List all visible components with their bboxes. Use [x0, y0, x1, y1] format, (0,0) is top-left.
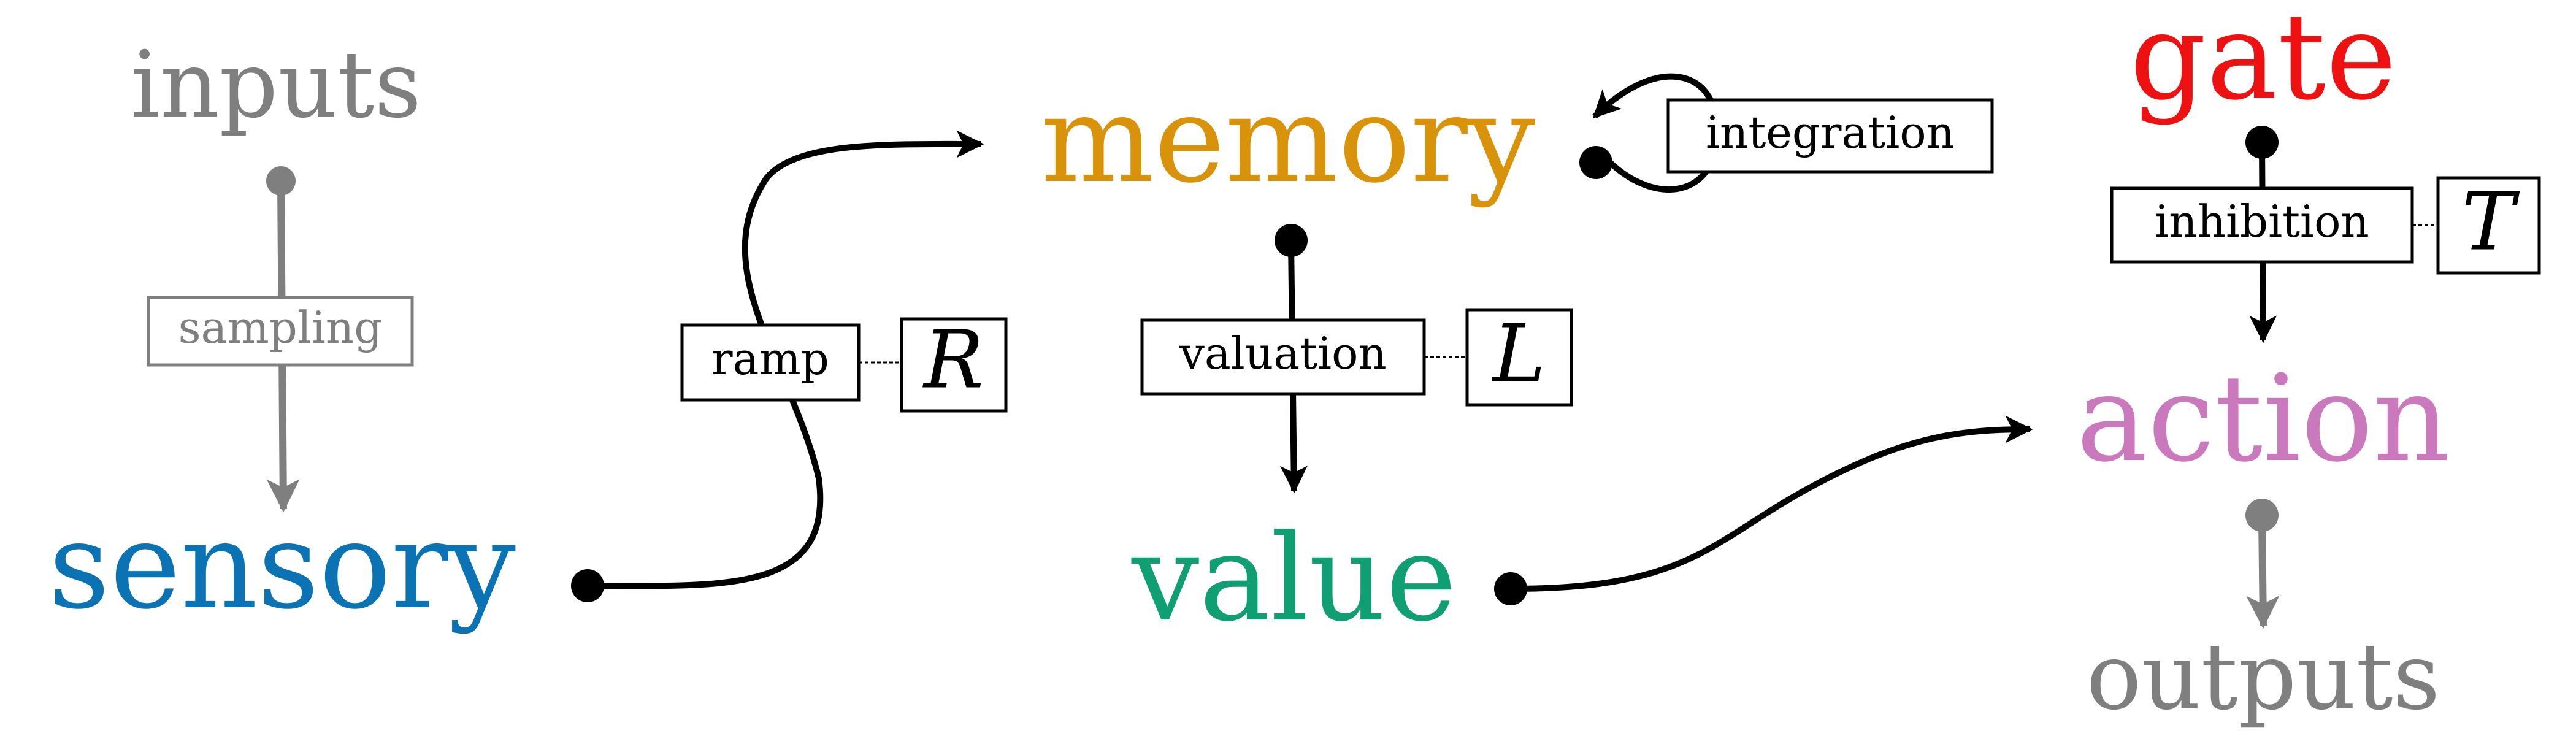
- edge-sampling: sampling: [147, 166, 414, 513]
- param-T-box: [2436, 176, 2541, 275]
- edge-sampling-start-dot: [266, 166, 296, 196]
- edge-valuation: valuation L: [1140, 224, 1573, 494]
- node-action: action: [2076, 349, 2450, 488]
- edge-integration: integration: [1579, 73, 1994, 193]
- node-memory: memory: [1041, 70, 1535, 209]
- edge-value-action-start-dot: [1494, 572, 1527, 605]
- edge-ramp: ramp R: [571, 130, 1008, 602]
- edge-inhibition-start-dot: [2245, 126, 2279, 159]
- edge-integration-label: integration: [1706, 107, 1955, 158]
- edge-ramp-label-box: [680, 323, 861, 402]
- edge-valuation-start-dot: [1275, 224, 1308, 257]
- edge-valuation-label: valuation: [1179, 328, 1387, 379]
- edge-inhibition: inhibition T: [2110, 126, 2541, 343]
- edge-integration-label-box: [1666, 98, 1994, 174]
- edge-inhibition-label: inhibition: [2155, 196, 2369, 247]
- node-inputs: inputs: [131, 32, 421, 139]
- edge-value-action: [1494, 415, 2033, 605]
- edge-ramp-label: ramp: [711, 333, 829, 385]
- node-outputs: outputs: [2086, 624, 2440, 730]
- node-value: value: [1131, 508, 1457, 648]
- node-sensory: sensory: [48, 496, 516, 635]
- node-gate: gate: [2130, 0, 2397, 126]
- edge-valuation-label-box: [1140, 318, 1426, 396]
- edge-action-outputs: [2245, 499, 2280, 629]
- param-R: R: [922, 313, 984, 407]
- edge-ramp-start-dot: [571, 569, 604, 602]
- edge-inhibition-label-box: [2110, 186, 2414, 264]
- edge-action-outputs-start-dot: [2245, 499, 2279, 532]
- edge-sampling-label-box: [147, 296, 414, 367]
- param-L-box: [1465, 308, 1573, 407]
- edge-integration-start-dot: [1579, 146, 1612, 179]
- param-L: L: [1492, 307, 1546, 401]
- edge-sampling-label: sampling: [178, 302, 383, 353]
- param-T: T: [2462, 175, 2520, 269]
- param-R-box: [900, 317, 1008, 413]
